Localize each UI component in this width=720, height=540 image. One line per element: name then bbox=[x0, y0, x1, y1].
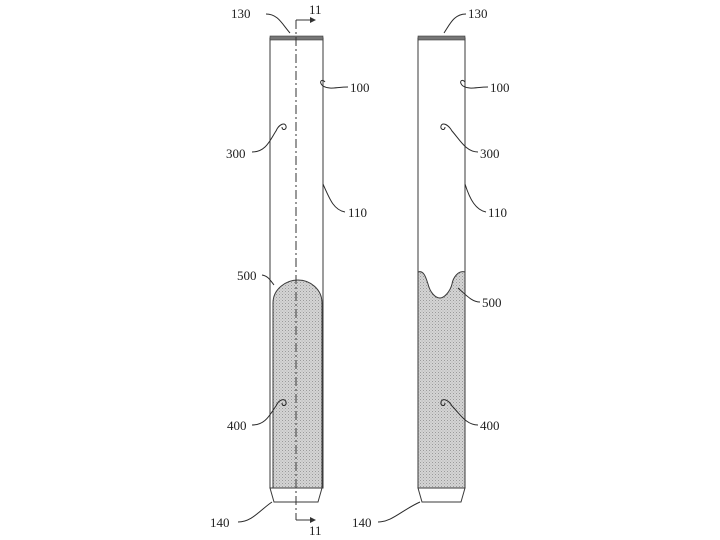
left-label-11-top: 11 bbox=[309, 2, 322, 17]
right-bottom-tip bbox=[418, 488, 465, 502]
right-leader-300 bbox=[441, 124, 478, 152]
right-label-100: 100 bbox=[490, 80, 510, 95]
right-cap bbox=[418, 36, 465, 40]
left-label-11-bottom: 11 bbox=[309, 523, 322, 538]
left-section-arrow-top-head bbox=[310, 17, 316, 23]
left-label-140: 140 bbox=[210, 515, 230, 530]
right-label-400: 400 bbox=[480, 418, 500, 433]
right-label-140: 140 bbox=[352, 515, 372, 530]
left-label-300: 300 bbox=[226, 146, 246, 161]
left-label-130: 130 bbox=[231, 6, 251, 21]
left-leader-100 bbox=[321, 80, 348, 88]
right-label-130: 130 bbox=[468, 6, 488, 21]
right-fill-region bbox=[418, 272, 465, 488]
left-label-110: 110 bbox=[348, 205, 367, 220]
right-label-110: 110 bbox=[488, 205, 507, 220]
left-leader-300 bbox=[252, 124, 286, 152]
left-leader-130 bbox=[266, 14, 290, 33]
right-label-300: 300 bbox=[480, 146, 500, 161]
left-tube-view: 130 11 100 300 110 500 400 140 11 bbox=[210, 2, 370, 538]
left-label-500: 500 bbox=[237, 268, 257, 283]
left-fill-region bbox=[273, 280, 322, 488]
left-leader-110 bbox=[323, 184, 345, 212]
left-label-100: 100 bbox=[350, 80, 370, 95]
left-leader-500 bbox=[262, 275, 274, 285]
left-label-400: 400 bbox=[227, 418, 247, 433]
right-leader-110 bbox=[465, 184, 486, 212]
right-leader-130 bbox=[444, 14, 466, 33]
right-leader-140 bbox=[378, 502, 420, 522]
right-label-500: 500 bbox=[482, 295, 502, 310]
left-leader-140 bbox=[238, 502, 272, 522]
right-tube-view: 130 100 300 110 500 400 140 bbox=[352, 6, 510, 530]
